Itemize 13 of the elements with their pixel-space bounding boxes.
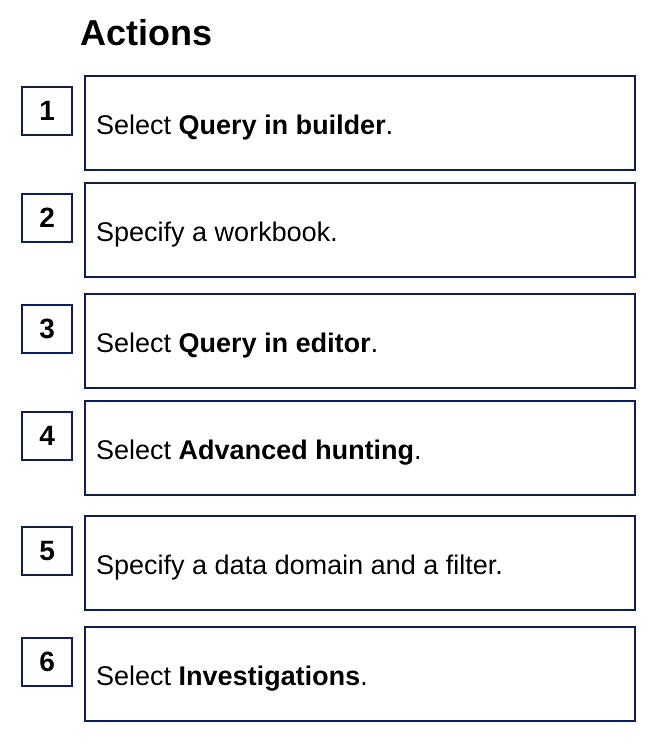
step-number: 3 xyxy=(21,304,73,354)
action-box: Select Query in editor. xyxy=(84,293,636,389)
step-number: 1 xyxy=(21,86,73,136)
step-number: 6 xyxy=(21,637,73,687)
title: Actions xyxy=(80,11,212,55)
action-box: Specify a data domain and a filter. xyxy=(84,515,636,611)
action-box: Select Advanced hunting. xyxy=(84,400,636,496)
step-number: 4 xyxy=(21,411,73,461)
step-number: 2 xyxy=(21,193,73,243)
action-box: Select Query in builder. xyxy=(84,75,636,171)
action-box: Specify a workbook. xyxy=(84,182,636,278)
step-number: 5 xyxy=(21,526,73,576)
action-box: Select Investigations. xyxy=(84,626,636,722)
